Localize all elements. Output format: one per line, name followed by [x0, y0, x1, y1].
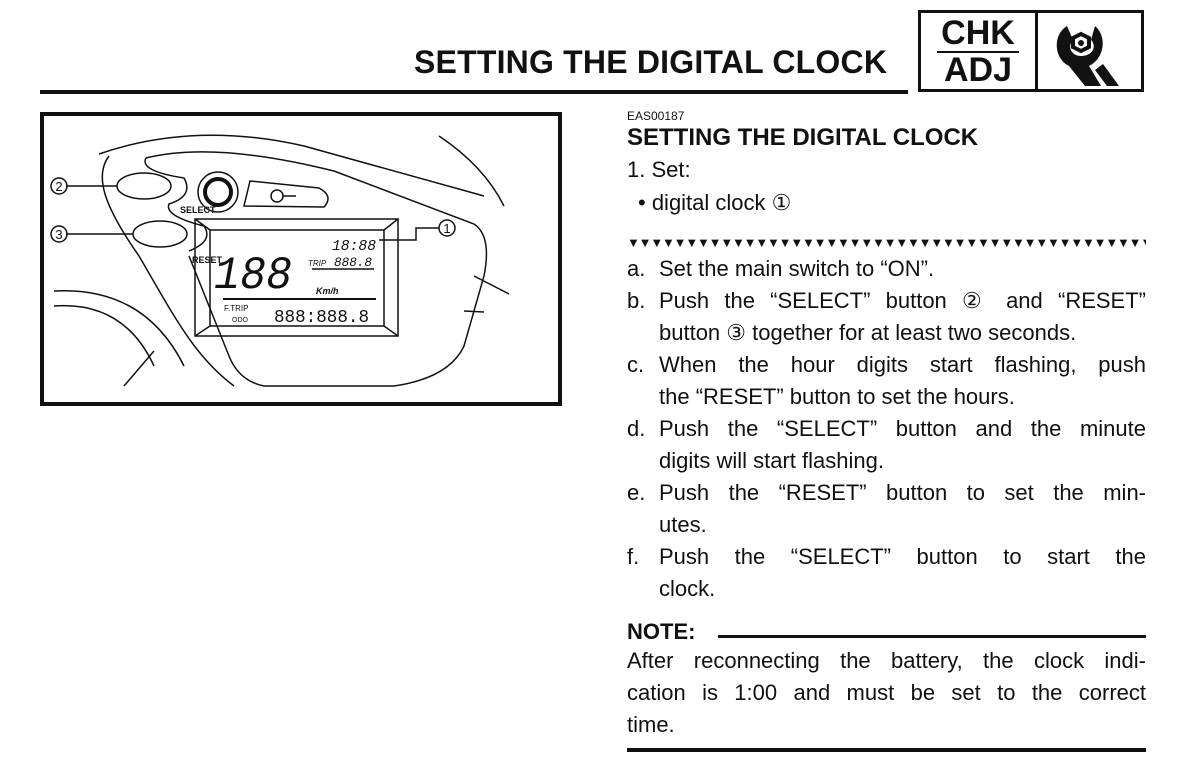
step-letter: e. [627, 480, 646, 505]
header-rule [40, 90, 908, 94]
trip-digits: 888.8 [334, 255, 372, 270]
bottom-rule [627, 748, 1146, 752]
odometer-digits: 888:888.8 [274, 308, 369, 328]
badge-text: CHK ADJ [921, 13, 1038, 89]
section-code: EAS00187 [627, 109, 685, 123]
callout-2: 2 [55, 179, 62, 194]
page-title: SETTING THE DIGITAL CLOCK [414, 44, 888, 80]
instrument-cluster-figure: 2 3 1 SELECT RESET 188 18:88 TRIP 888.8 … [40, 112, 562, 406]
badge-chk: CHK [937, 16, 1019, 53]
step-1: 1. Set: [627, 157, 691, 182]
note-line: After reconnecting the battery, the cloc… [627, 648, 1146, 673]
ftrip-label: F.TRIP [224, 304, 248, 313]
speed-digits: 188 [214, 250, 292, 302]
kmh-label: Km/h [316, 286, 339, 296]
step-text: digits will start flashing. [659, 448, 884, 473]
note-line: cation is 1:00 and must be set to the co… [627, 680, 1146, 705]
step-text: Push the “SELECT” button ② and “RESET” [659, 288, 1146, 313]
step-text: When the hour digits start flashing, pus… [659, 352, 1146, 377]
step-text: Set the main switch to “ON”. [659, 256, 935, 281]
chk-adj-badge: CHK ADJ [918, 10, 1144, 92]
badge-adj: ADJ [943, 50, 1013, 89]
section-heading: SETTING THE DIGITAL CLOCK [627, 124, 979, 151]
step-text: Push the “SELECT” button and the minute [659, 416, 1146, 441]
note-rule [718, 635, 1146, 638]
trip-label: TRIP [308, 259, 327, 268]
callout-1: 1 [443, 221, 450, 236]
step-letter: f. [627, 544, 640, 569]
note-line: time. [627, 712, 675, 737]
step-letter: d. [627, 416, 646, 441]
note-label: NOTE: [627, 619, 696, 644]
select-label: SELECT [180, 205, 216, 215]
step-text: utes. [659, 512, 707, 537]
step-text: button ③ together for at least two secon… [659, 320, 1077, 345]
step-text: the “RESET” button to set the hours. [659, 384, 1015, 409]
callout-3: 3 [55, 227, 62, 242]
wrench-nut-icon [1038, 13, 1141, 89]
step-letter: c. [627, 352, 645, 377]
warning-triangles: ▼▼▼▼▼▼▼▼▼▼▼▼▼▼▼▼▼▼▼▼▼▼▼▼▼▼▼▼▼▼▼▼▼▼▼▼▼▼▼▼… [627, 236, 1146, 250]
reset-label: RESET [192, 255, 223, 265]
step-letter: a. [627, 256, 646, 281]
step-text: Push the “RESET” button to set the min- [659, 480, 1146, 505]
step-text: clock. [659, 576, 716, 601]
bullet-digital-clock: • digital clock ① [638, 190, 792, 215]
odo-label: ODO [232, 317, 249, 324]
step-letter: b. [627, 288, 646, 313]
step-text: Push the “SELECT” button to start the [659, 544, 1146, 569]
clock-digits: 18:88 [332, 238, 376, 255]
